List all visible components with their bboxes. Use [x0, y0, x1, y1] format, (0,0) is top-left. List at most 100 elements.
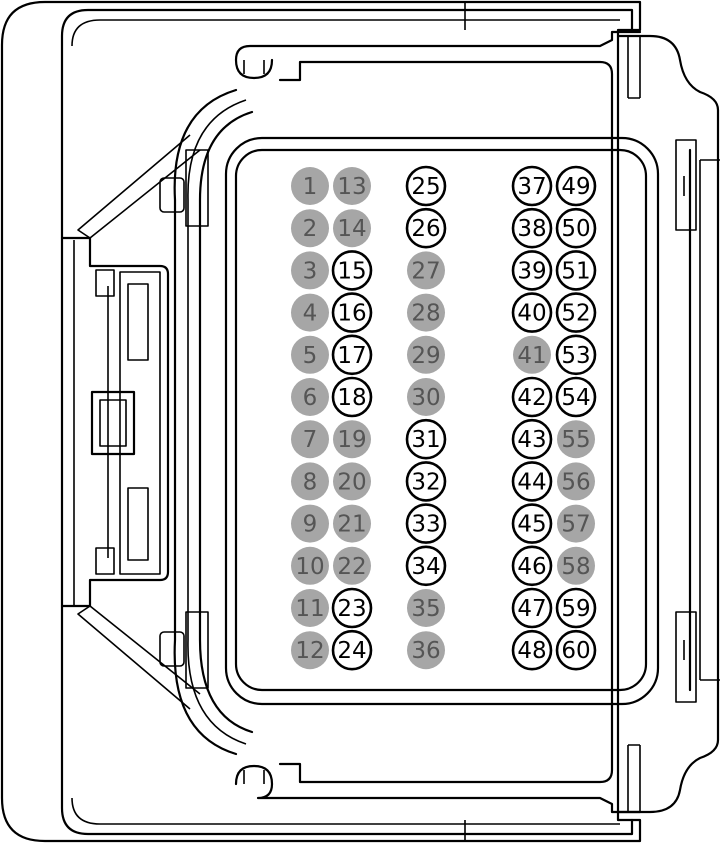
pin-26: 26 [405, 207, 447, 249]
pin-label: 41 [517, 343, 546, 369]
pin-label: 49 [561, 174, 590, 200]
pin-circle-unused [557, 504, 595, 543]
pin-label: 56 [561, 469, 590, 495]
pin-circle-used [405, 545, 447, 587]
pin-24: 24 [331, 629, 373, 671]
pin-label: 33 [411, 512, 440, 538]
pin-10: 10 [291, 546, 329, 585]
pin-22: 22 [333, 546, 371, 585]
pin-circle-used [331, 376, 373, 418]
pin-44: 44 [511, 461, 553, 502]
pin-6: 6 [291, 378, 329, 416]
pin-11: 11 [291, 589, 329, 627]
pin-circle-unused [291, 504, 329, 543]
pin-label: 20 [337, 469, 366, 495]
pin-circle-unused [291, 546, 329, 585]
pin-circle-used [511, 503, 553, 544]
pin-label: 45 [517, 512, 546, 538]
pin-29: 29 [407, 335, 445, 374]
pin-label: 6 [303, 385, 318, 411]
pin-50: 50 [555, 207, 597, 249]
pin-label: 1 [303, 174, 318, 200]
pin-label: 23 [337, 596, 366, 622]
pin-label: 16 [337, 301, 366, 327]
pin-label: 44 [517, 469, 546, 495]
pin-label: 25 [411, 174, 440, 200]
pin-circle-unused [291, 420, 329, 459]
pin-circle-unused [291, 167, 329, 205]
pin-circle-unused [333, 420, 371, 459]
pin-23: 23 [331, 587, 373, 629]
pin-circle-unused [333, 462, 371, 501]
pin-label: 58 [561, 554, 590, 580]
pin-41: 41 [513, 335, 551, 374]
pin-circle-used [511, 376, 553, 418]
pin-label: 11 [295, 596, 324, 622]
pin-circle-used [555, 334, 597, 376]
pin-25: 25 [405, 165, 447, 207]
pin-label: 30 [411, 385, 440, 411]
pin-label: 57 [561, 512, 590, 538]
pin-16: 16 [331, 292, 373, 333]
pin-label: 55 [561, 427, 590, 453]
pin-label: 53 [561, 343, 590, 369]
pin-label: 35 [411, 596, 440, 622]
pin-60: 60 [555, 629, 597, 671]
pin-circle-used [511, 250, 553, 291]
pin-53: 53 [555, 334, 597, 376]
pin-circle-used [555, 165, 597, 207]
pin-4: 4 [291, 293, 329, 332]
pin-label: 51 [561, 258, 590, 284]
pin-12: 12 [291, 631, 329, 670]
pin-circle-unused [407, 251, 445, 290]
pin-circle-unused [407, 335, 445, 374]
pin-circle-unused [291, 462, 329, 501]
pin-circle-used [331, 629, 373, 671]
pin-36: 36 [407, 631, 445, 670]
pin-circle-used [405, 418, 447, 460]
pin-circle-used [405, 503, 447, 544]
pin-2: 2 [291, 209, 329, 248]
pin-circle-used [555, 376, 597, 418]
pin-circle-used [511, 165, 553, 207]
pin-circle-unused [333, 209, 371, 248]
pin-45: 45 [511, 503, 553, 544]
pin-label: 26 [411, 216, 440, 242]
pin-label: 5 [303, 343, 318, 369]
pin-circle-unused [557, 546, 595, 585]
pin-37: 37 [511, 165, 553, 207]
pin-circle-used [331, 292, 373, 333]
pin-32: 32 [405, 461, 447, 502]
pin-circle-used [555, 207, 597, 249]
pin-circle-used [405, 207, 447, 249]
pin-31: 31 [405, 418, 447, 460]
pin-40: 40 [511, 292, 553, 333]
pin-51: 51 [555, 250, 597, 291]
pin-label: 42 [517, 385, 546, 411]
pin-49: 49 [555, 165, 597, 207]
pin-circle-used [511, 292, 553, 333]
pin-circle-unused [291, 251, 329, 290]
pin-8: 8 [291, 462, 329, 501]
pin-label: 22 [337, 554, 366, 580]
pin-label: 27 [411, 258, 440, 284]
pin-label: 37 [517, 174, 546, 200]
pin-59: 59 [555, 587, 597, 629]
pin-circle-used [405, 165, 447, 207]
pin-17: 17 [331, 334, 373, 376]
pin-label: 43 [517, 427, 546, 453]
pin-46: 46 [511, 545, 553, 587]
pin-35: 35 [407, 589, 445, 627]
pin-label: 7 [303, 427, 318, 453]
pin-label: 48 [517, 638, 546, 664]
pin-circle-unused [407, 378, 445, 416]
pin-circle-unused [333, 504, 371, 543]
pin-grid: 1234567891011121314151617181920212223242… [291, 165, 597, 671]
pin-label: 59 [561, 596, 590, 622]
pin-label: 47 [517, 596, 546, 622]
pin-43: 43 [511, 418, 553, 460]
pin-52: 52 [555, 292, 597, 333]
pin-label: 54 [561, 385, 590, 411]
pin-circle-used [511, 629, 553, 671]
pin-58: 58 [557, 546, 595, 585]
